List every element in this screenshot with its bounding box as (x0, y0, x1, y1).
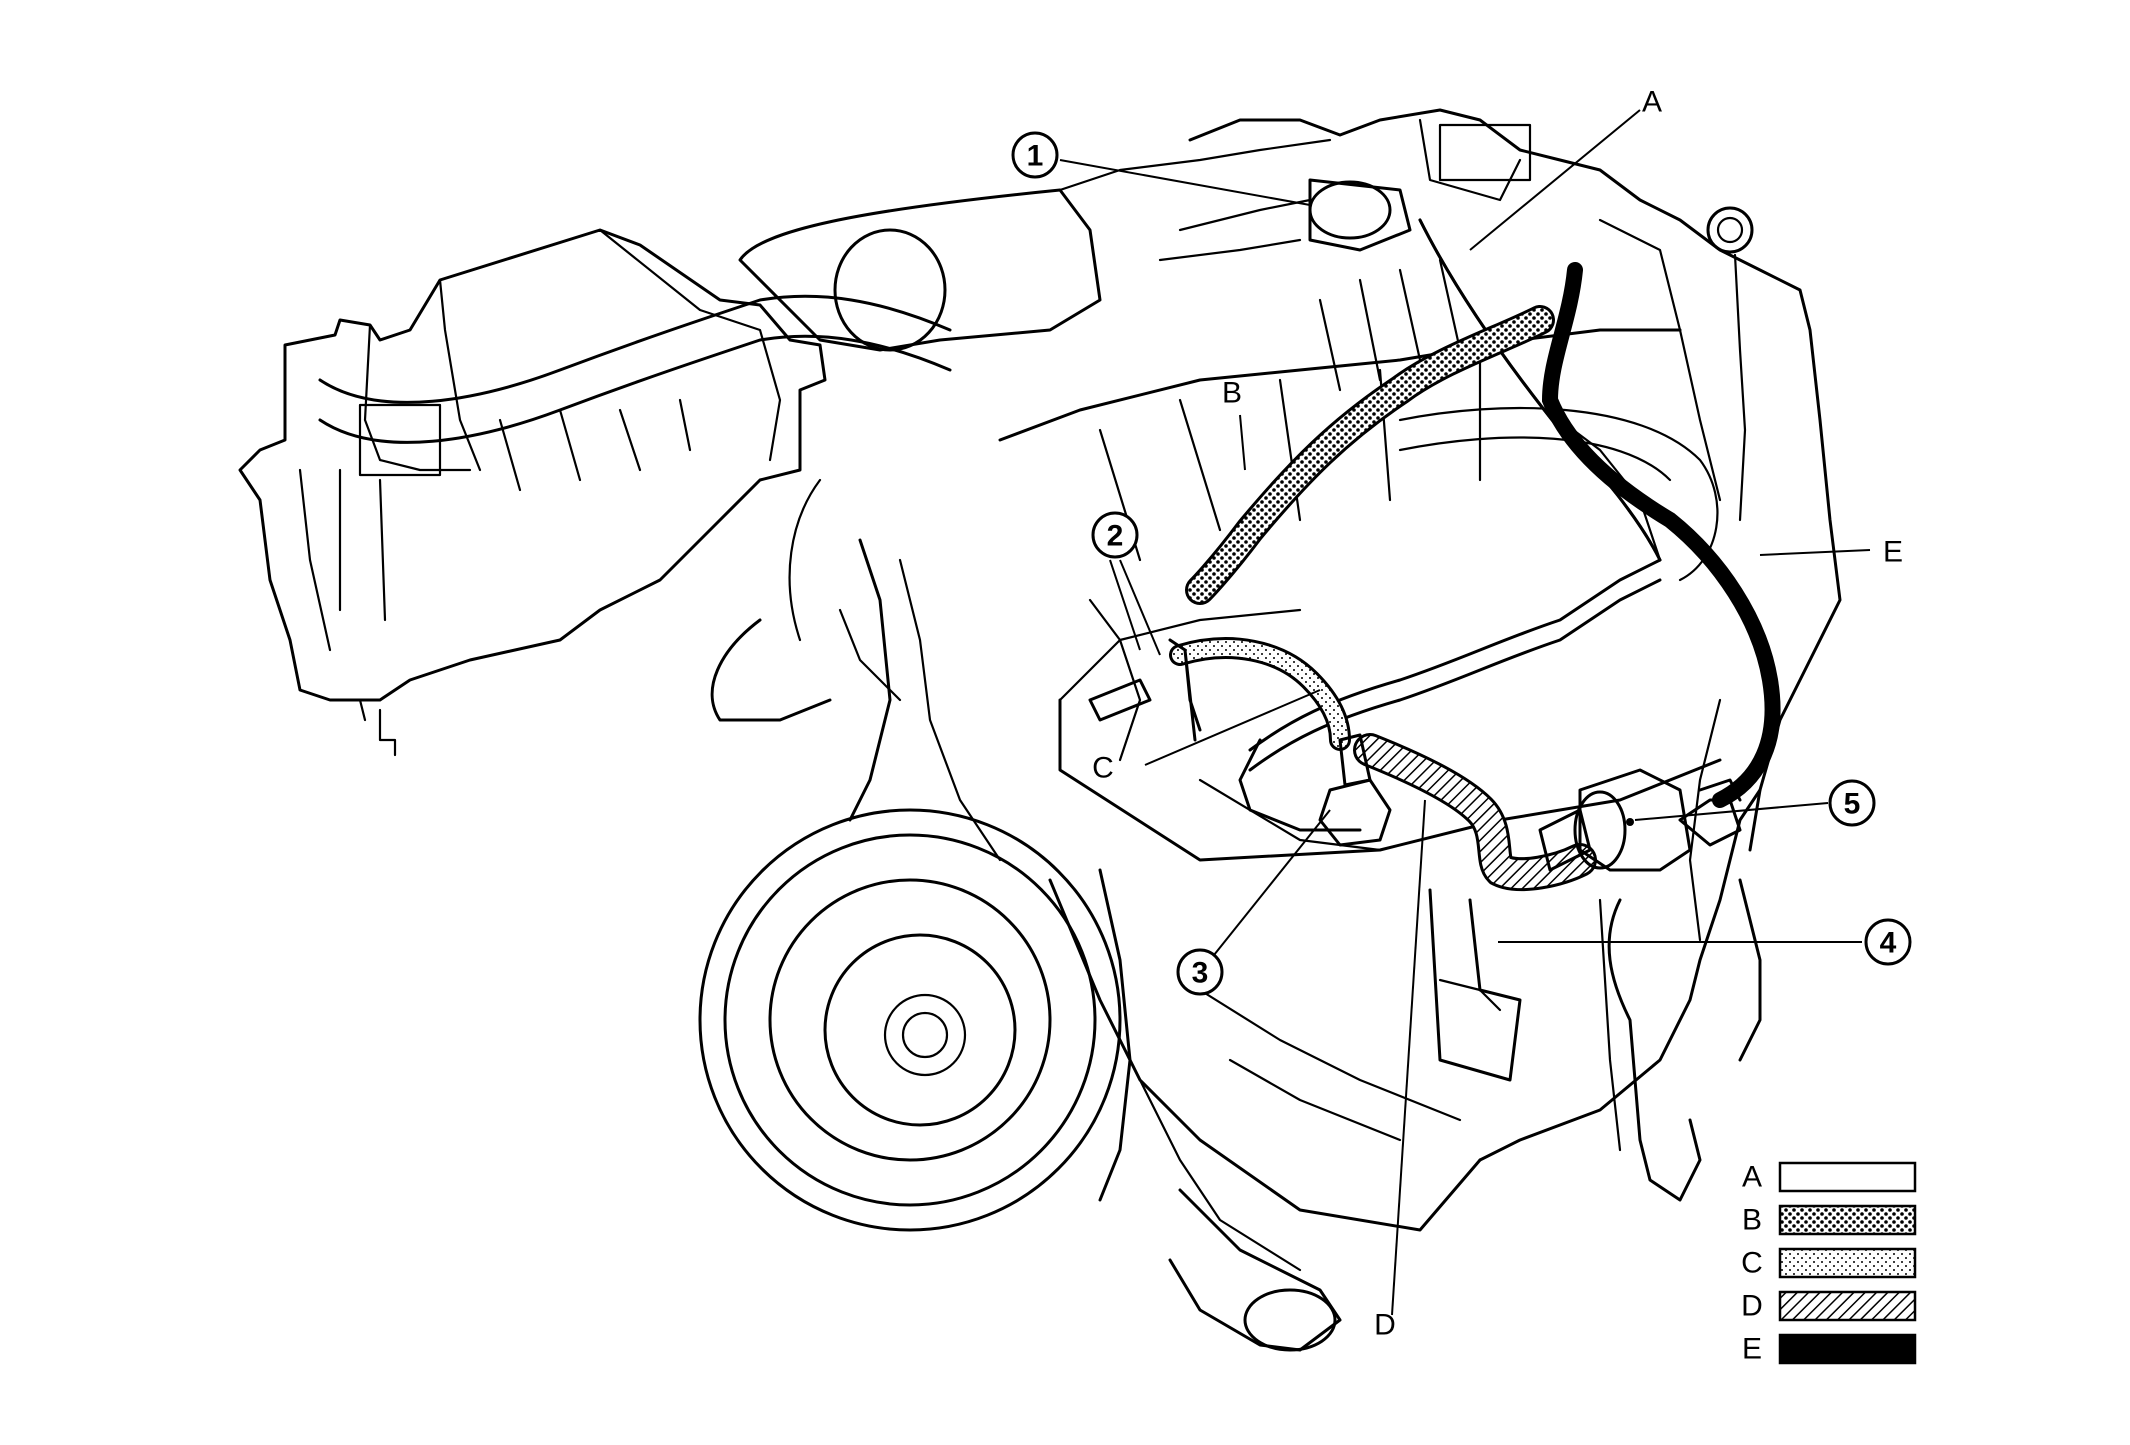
legend-item-c: C (1741, 1247, 1917, 1280)
label-hose-e: E (1883, 536, 1903, 569)
legend: A B C D E (1741, 1161, 1917, 1366)
svg-text:5: 5 (1844, 788, 1861, 821)
callout-3: 3 (1176, 948, 1224, 996)
label-hose-a: A (1642, 86, 1662, 119)
leader-lines (1059, 109, 1871, 1316)
callout-4: 4 (1864, 918, 1912, 966)
connector-e-end (1678, 778, 1742, 847)
legend-item-b: B (1742, 1204, 1917, 1237)
label-hose-d: D (1374, 1309, 1396, 1342)
callout-1: 1 (1011, 131, 1059, 179)
engine-outline (238, 108, 1842, 1352)
svg-text:3: 3 (1192, 957, 1209, 990)
svg-text:D: D (1741, 1290, 1763, 1323)
svg-text:4: 4 (1880, 927, 1897, 960)
label-hose-b: B (1222, 377, 1242, 410)
hose-b (1185, 305, 1555, 605)
svg-text:E: E (1742, 1333, 1762, 1366)
callout-2: 2 (1091, 511, 1139, 559)
connector-3 (1318, 733, 1392, 847)
hose-a (1418, 218, 1662, 562)
svg-text:C: C (1741, 1247, 1763, 1280)
legend-item-d: D (1741, 1290, 1917, 1323)
valve-body (1538, 768, 1692, 872)
clip-2 (1168, 638, 1202, 742)
callout-5: 5 (1828, 779, 1876, 827)
svg-text:B: B (1742, 1204, 1762, 1237)
svg-text:2: 2 (1107, 520, 1124, 553)
label-hose-c: C (1092, 752, 1114, 785)
svg-text:1: 1 (1027, 140, 1044, 173)
svg-text:A: A (1742, 1161, 1762, 1194)
legend-item-e: E (1742, 1333, 1917, 1366)
hose-e (1541, 262, 1781, 808)
legend-item-a: A (1742, 1161, 1917, 1194)
